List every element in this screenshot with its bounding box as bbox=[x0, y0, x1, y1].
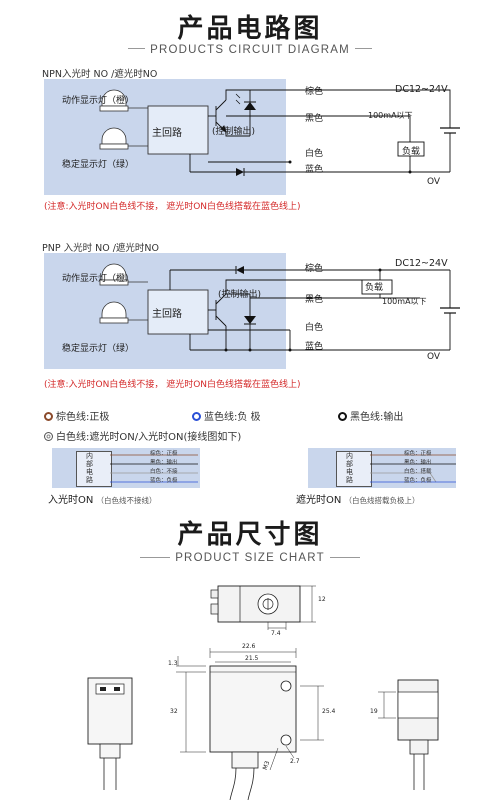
pnp-action-lamp-label: 动作显示灯（橙） bbox=[62, 274, 135, 284]
wiring-right-wires bbox=[370, 454, 456, 483]
mount-hole-bottom-icon bbox=[280, 734, 292, 746]
dim-front-w1: 22.6 bbox=[242, 643, 256, 650]
npn-wire-black: 黑色 bbox=[305, 114, 324, 124]
wiring-right-wire-2: 黑色：输出 bbox=[404, 460, 432, 466]
pnp-load-box bbox=[361, 279, 393, 295]
circuit-title: 产品电路图 bbox=[177, 14, 323, 44]
black-dot-icon bbox=[338, 412, 347, 421]
npn-circuit bbox=[99, 89, 460, 176]
wiring-right-inner bbox=[336, 451, 372, 487]
pnp-voltage: DC12~24V bbox=[395, 258, 448, 269]
circuit-subtitle: PRODUCTS CIRCUIT DIAGRAM bbox=[0, 44, 500, 56]
dim-left-h: 32 bbox=[170, 708, 178, 715]
npn-bottom-diode-icon bbox=[236, 168, 245, 176]
dim-side-h: 19 bbox=[370, 708, 378, 715]
wiring-right-caption: 遮光时ON （白色线搭载负极上） bbox=[296, 495, 420, 506]
dim-top-w: 7.4 bbox=[271, 630, 281, 637]
npn-voltage: DC12~24V bbox=[395, 84, 448, 95]
npn-ov: OV bbox=[427, 177, 441, 187]
npn-load-box bbox=[397, 141, 425, 157]
pnp-label: PNP 入光时 NO /遮光时NO bbox=[42, 243, 159, 254]
pnp-action-lamp-icon bbox=[99, 263, 148, 286]
pnp-note: (注意:入光时ON白色线不接， 遮光时ON白色线搭载在蓝色线上) bbox=[44, 380, 301, 390]
pnp-stable-lamp-label: 稳定显示灯（绿） bbox=[62, 344, 135, 354]
npn-load-label: 负载 bbox=[402, 147, 421, 157]
pnp-current: 100mA以下 bbox=[382, 297, 427, 306]
wiring-right-wire-4: 蓝色：负极 bbox=[404, 478, 432, 484]
npn-wire-white: 白色 bbox=[305, 149, 324, 159]
wiring-left-wire-1: 棕色：正极 bbox=[150, 451, 178, 457]
left-view bbox=[87, 677, 133, 790]
wiring-left-wires bbox=[110, 454, 198, 483]
npn-note: (注意:入光时ON白色线不接， 遮光时ON白色线搭载在蓝色线上) bbox=[44, 202, 301, 212]
npn-control-output: (控制输出) bbox=[212, 127, 256, 137]
pnp-main-circuit: 主回路 bbox=[152, 309, 182, 320]
pnp-wire-black: 黑色 bbox=[305, 295, 324, 305]
npn-diode-icon bbox=[235, 90, 256, 136]
pnp-transistor-icon bbox=[208, 293, 227, 327]
mount-hole-top-icon bbox=[280, 680, 292, 692]
npn-wire-blue: 蓝色 bbox=[305, 165, 324, 175]
wiring-left-inner-label: 内部电路 bbox=[86, 452, 93, 484]
pnp-control-output: (控制输出) bbox=[218, 290, 262, 300]
blue-dot-icon bbox=[192, 412, 201, 421]
npn-main-circuit: 主回路 bbox=[152, 128, 182, 139]
npn-stable-lamp-icon bbox=[99, 127, 148, 150]
legend-brown: 棕色线:正极 bbox=[44, 408, 109, 423]
wiring-right-inner-label: 内部电路 bbox=[346, 452, 353, 484]
front-view bbox=[176, 648, 324, 800]
npn-label: NPN入光时 NO /遮光时NO bbox=[42, 69, 158, 80]
wiring-right-wire-1: 棕色：正极 bbox=[404, 451, 432, 457]
size-title: 产品尺寸图 bbox=[177, 520, 323, 550]
pnp-load-label: 负载 bbox=[365, 283, 384, 293]
top-view bbox=[210, 585, 316, 630]
pnp-stable-lamp-icon bbox=[99, 301, 148, 324]
npn-current: 100mA以下 bbox=[368, 111, 413, 120]
wiring-left-wire-4: 蓝色：负极 bbox=[150, 478, 178, 484]
size-drawing bbox=[87, 585, 439, 800]
npn-transistor-icon bbox=[208, 99, 227, 134]
dim-right-h: 25.4 bbox=[322, 708, 336, 715]
dim-front-w2: 21.5 bbox=[245, 655, 259, 662]
npn-action-lamp-icon bbox=[99, 89, 148, 112]
legend-white: 白色线:遮光时ON/入光时ON(接线图如下) bbox=[44, 428, 241, 443]
brown-dot-icon bbox=[44, 412, 53, 421]
right-view bbox=[378, 679, 439, 790]
dim-top-h: 12 bbox=[318, 596, 326, 603]
pnp-wire-white: 白色 bbox=[305, 323, 324, 333]
wiring-right-wire-3: 白色：搭载 bbox=[404, 469, 432, 475]
size-subtitle: PRODUCT SIZE CHART bbox=[0, 552, 500, 564]
dim-bottom: 2.7 bbox=[290, 758, 300, 765]
pnp-wire-brown: 棕色 bbox=[305, 264, 324, 274]
white-dot-icon bbox=[44, 432, 53, 441]
dim-left-top: 1.3 bbox=[168, 660, 178, 667]
wiring-left-wire-2: 黑色：输出 bbox=[150, 460, 178, 466]
wiring-left-caption: 入光时ON （白色线不接线） bbox=[48, 495, 157, 506]
npn-stable-lamp-label: 稳定显示灯（绿） bbox=[62, 160, 135, 170]
pnp-circuit bbox=[99, 263, 460, 352]
pnp-diode-icon bbox=[244, 294, 256, 350]
pnp-top-diode-icon bbox=[235, 266, 244, 274]
legend-blue: 蓝色线:负 极 bbox=[192, 408, 261, 423]
pnp-ov: OV bbox=[427, 352, 441, 362]
wiring-left-wire-3: 白色：不接 bbox=[150, 469, 178, 475]
npn-action-lamp-label: 动作显示灯（橙） bbox=[62, 96, 135, 106]
legend-black: 黑色线:输出 bbox=[338, 408, 403, 423]
wiring-left-inner bbox=[76, 451, 112, 487]
npn-wire-brown: 棕色 bbox=[305, 87, 324, 97]
pnp-wire-blue: 蓝色 bbox=[305, 342, 324, 352]
